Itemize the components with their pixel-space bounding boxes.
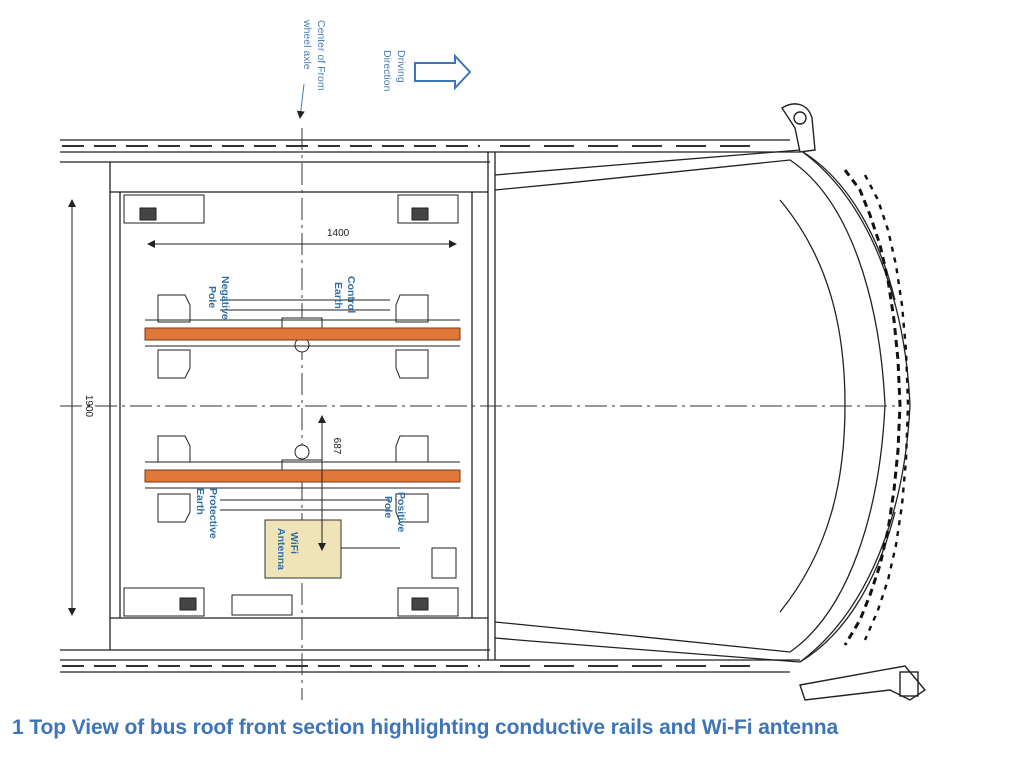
front-cab-outline — [494, 149, 911, 663]
label-protective-1: Protective — [207, 488, 219, 539]
figure-caption: 1 Top View of bus roof front section hig… — [12, 716, 1012, 740]
roof-edge-stripes — [62, 145, 760, 667]
cross-bars — [145, 299, 460, 511]
dimension-1900-label: 1900 — [83, 395, 94, 418]
rail-lower — [144, 469, 461, 483]
bus-roof-diagram: 1400 1900 687 Center of From wheel axle … — [60, 19, 927, 701]
label-control-2: Earth — [332, 282, 344, 309]
label-wifi-2: Antenna — [275, 528, 287, 570]
direction-label-line2: Direction — [381, 50, 393, 92]
direction-label-line1: Driving — [395, 50, 407, 83]
side-mirror-bottom — [799, 665, 927, 701]
center-lines — [60, 128, 900, 700]
rail-upper — [144, 327, 461, 341]
driving-direction: Driving Direction — [381, 50, 472, 92]
rail-supports — [157, 294, 429, 523]
label-positive-1: Positive — [395, 492, 407, 532]
label-negative-2: Pole — [206, 286, 218, 308]
dimension-1400: 1400 — [147, 228, 457, 248]
wifi-antenna-box — [264, 519, 342, 579]
side-mirror-top — [781, 103, 816, 153]
direction-arrow-icon — [414, 53, 472, 91]
label-protective-2: Earth — [194, 488, 206, 515]
dimension-687: 687 — [318, 415, 342, 551]
dimension-687-label: 687 — [331, 438, 342, 455]
axle-label-line1: Center of From — [315, 20, 327, 91]
label-negative-1: Negative — [219, 276, 231, 320]
axle-annotation: Center of From wheel axle — [296, 19, 327, 119]
label-positive-2: Pole — [382, 496, 394, 518]
dimension-1400-label: 1400 — [327, 228, 350, 239]
axle-label-line2: wheel axle — [301, 19, 313, 70]
dimension-1900: 1900 — [68, 199, 94, 616]
caption-number: 1 — [12, 716, 24, 739]
label-control-1: Control — [345, 276, 357, 313]
windscreen-edge — [843, 169, 910, 646]
caption-text: Top View of bus roof front section highl… — [29, 716, 839, 739]
equipment-brackets — [123, 194, 459, 617]
label-wifi-1: WiFi — [288, 532, 300, 554]
